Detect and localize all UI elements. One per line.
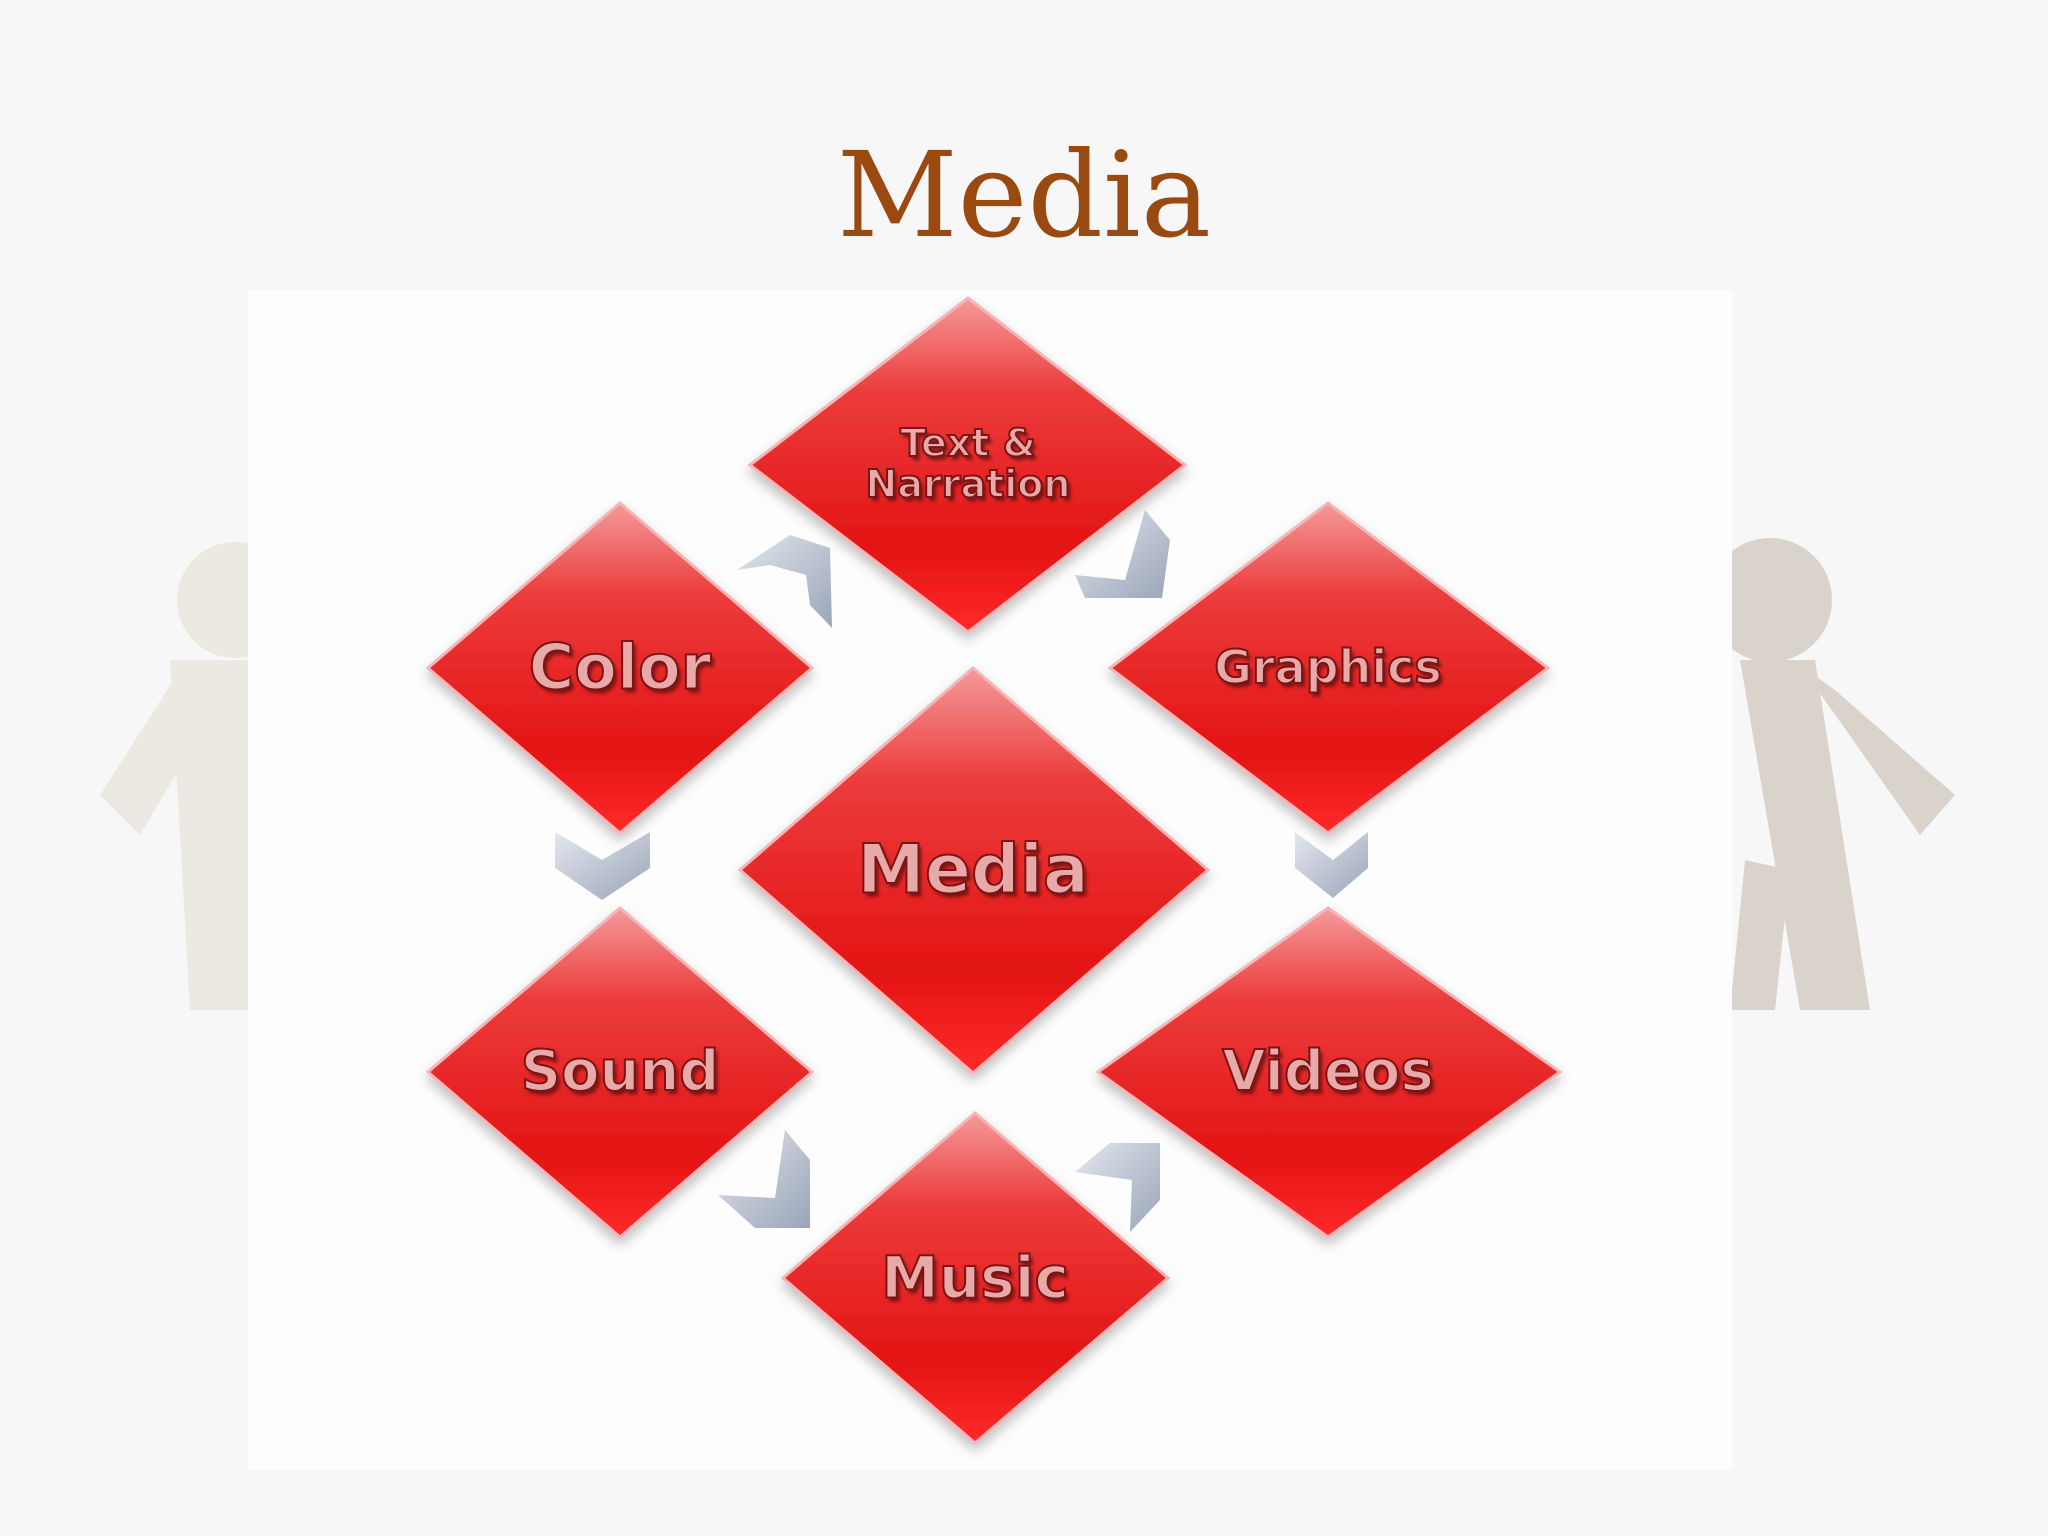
arrow-music-to-videos (1075, 1143, 1160, 1232)
node-label-videos: Videos (1221, 1038, 1434, 1104)
arrow-text-to-graphics (1075, 510, 1170, 598)
arrow-color-to-sound (555, 832, 650, 900)
node-label-sound: Sound (520, 1038, 721, 1104)
right-figure (1708, 538, 1955, 1010)
diamond-color (425, 501, 815, 835)
diamond-text-narration (747, 296, 1188, 634)
arrow-sound-to-music (718, 1130, 810, 1228)
node-label-media: Media (856, 830, 1090, 910)
node-label-text-narration: Text & Narration (865, 420, 1072, 506)
arrow-graphics-to-videos (1295, 832, 1368, 898)
arrow-color-to-text (737, 535, 832, 628)
node-label-music: Music (880, 1243, 1070, 1312)
diamond-graphics (1107, 501, 1551, 835)
node-label-graphics: Graphics (1213, 640, 1443, 695)
diamond-music (780, 1111, 1171, 1445)
diamond-media (737, 666, 1211, 1075)
node-label-color: Color (528, 630, 713, 704)
diamond-sound (425, 906, 815, 1239)
diamond-videos (1095, 906, 1563, 1239)
page-title: Media (836, 126, 1212, 264)
